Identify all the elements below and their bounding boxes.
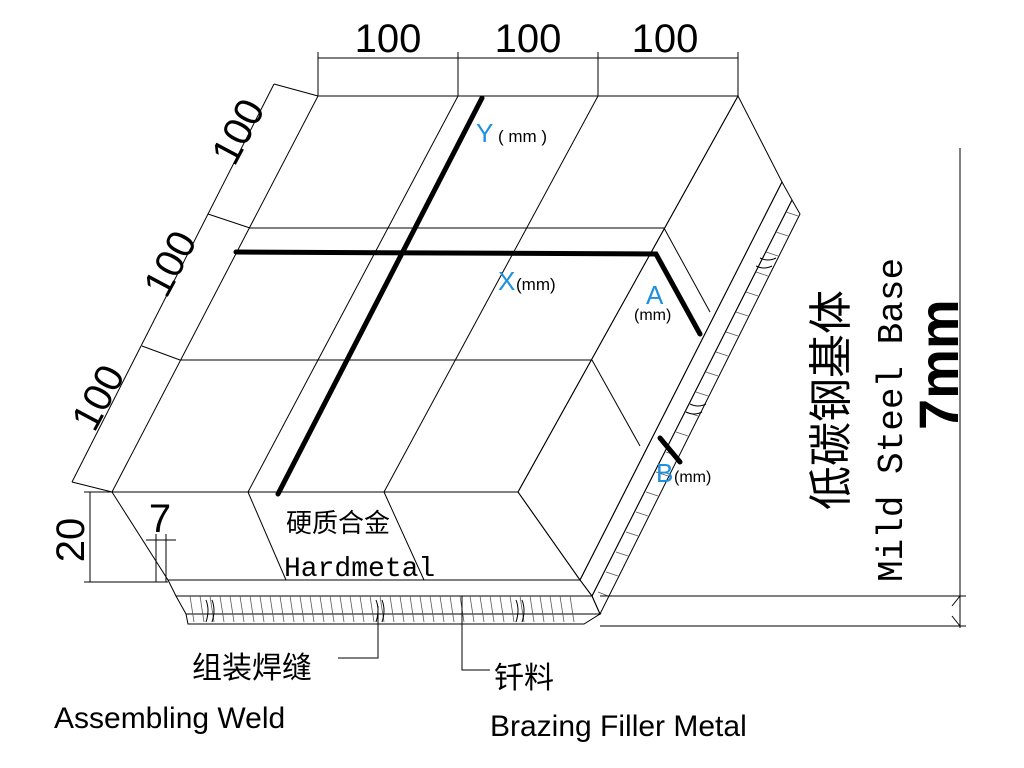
hardmetal-label-group: 硬质合金 Hardmetal <box>284 509 435 585</box>
left-dimension-line <box>71 83 275 483</box>
filler-right-layer <box>579 180 793 597</box>
block-top-face <box>111 95 739 493</box>
left-dimension-group: 100 100 100 <box>63 83 319 493</box>
front-face-seam-1 <box>247 491 287 581</box>
front-face-seam-2 <box>383 491 425 581</box>
y-axis-letter: Y <box>476 118 493 148</box>
block-right-face <box>517 94 783 581</box>
base-arrow-top <box>951 595 961 607</box>
base-right-strip <box>591 198 801 616</box>
callout-group: 组装焊缝 Assembling Weld 钎料 Brazing Filler M… <box>54 596 747 743</box>
y-axis-unit: ( mm ) <box>498 127 547 146</box>
base-layers <box>167 180 801 625</box>
a-axis-letter: A <box>646 280 664 310</box>
base-thickness-dimension <box>600 148 966 628</box>
left-tick-3 <box>141 345 181 361</box>
weld-marks <box>205 257 777 623</box>
filler-cn-label: 钎料 <box>494 662 554 695</box>
left-tick-1 <box>273 83 319 97</box>
base-cn-label: 低碳钢基体 <box>807 290 856 510</box>
axis-labels: Y ( mm ) X (mm) A (mm) B (mm) <box>476 118 711 488</box>
b-measure-line <box>657 435 683 465</box>
left-dim-label-3: 100 <box>63 358 133 438</box>
right-hatching <box>597 211 799 597</box>
left-tick-4 <box>71 481 113 493</box>
grid-col-1 <box>247 95 459 493</box>
grid-col-2 <box>383 95 599 493</box>
hardmetal-block <box>111 94 783 581</box>
weld-en-label: Assembling Weld <box>54 702 285 735</box>
a-axis-unit: (mm) <box>634 307 671 324</box>
b-axis-unit: (mm) <box>674 469 711 486</box>
weld-cn-label: 组装焊缝 <box>192 652 312 685</box>
top-dimension-group: 100 100 100 <box>317 17 739 96</box>
y-measure-line <box>275 95 485 497</box>
x-a-measure-line <box>233 249 703 337</box>
base-arrow-bottom <box>951 615 961 627</box>
base-front-strip <box>175 595 601 615</box>
right-face-seam-2 <box>591 359 641 447</box>
left-tick-2 <box>207 213 251 229</box>
weld-leader <box>338 606 379 659</box>
top-dim-label-1: 100 <box>355 17 422 61</box>
thickness-dimension: 20 7 <box>49 491 176 583</box>
thickness-label: 20 <box>49 518 93 563</box>
top-dim-label-2: 100 <box>495 17 562 61</box>
base-en-label: Mild Steel Base <box>872 258 913 582</box>
measurement-lines <box>233 95 703 497</box>
left-dim-label-1: 100 <box>203 92 273 172</box>
filler-leader <box>461 596 490 671</box>
left-dim-label-2: 100 <box>135 224 205 304</box>
hardmetal-en-label: Hardmetal <box>284 554 435 585</box>
gap-label: 7 <box>149 497 171 541</box>
filler-en-label: Brazing Filler Metal <box>490 710 747 743</box>
x-axis-letter: X <box>498 266 515 296</box>
hardmetal-cn-label: 硬质合金 <box>286 509 390 538</box>
x-axis-unit: (mm) <box>516 275 556 294</box>
base-thickness-label: 7mm <box>907 299 970 430</box>
right-face-seam-1 <box>663 227 711 313</box>
top-dim-label-3: 100 <box>632 17 699 61</box>
b-axis-letter: B <box>656 458 673 488</box>
base-label-group: 低碳钢基体 Mild Steel Base 7mm <box>807 258 970 582</box>
